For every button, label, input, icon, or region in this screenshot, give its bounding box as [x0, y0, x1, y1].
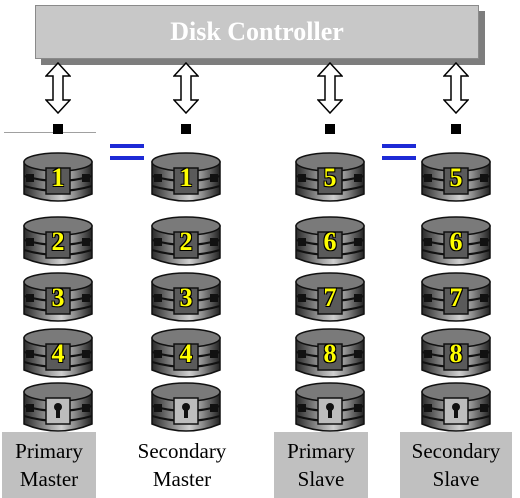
drive-label-box: Primary Master — [2, 432, 96, 498]
disk-icon: 5 — [416, 150, 496, 206]
disk-number: 7 — [323, 283, 337, 312]
disk-number: 7 — [449, 283, 463, 312]
bidirectional-arrow-icon — [316, 61, 344, 115]
disk-number: 1 — [179, 163, 193, 192]
disk-number: 3 — [51, 283, 65, 312]
disk-icon: 7 — [416, 270, 496, 326]
disk-icon: 2 — [146, 214, 226, 270]
locked-disk-icon — [146, 380, 226, 436]
disk-icon: 6 — [416, 214, 496, 270]
connector-dot — [325, 124, 335, 134]
disk-icon: 4 — [146, 326, 226, 382]
disk-icon: 8 — [290, 326, 370, 382]
disk-number: 1 — [51, 163, 65, 192]
disk-number: 8 — [323, 339, 337, 368]
drive-label-box: Secondary Master — [126, 432, 238, 498]
disk-icon: 3 — [18, 270, 98, 326]
bidirectional-arrow-icon — [44, 61, 72, 115]
disk-number: 6 — [323, 227, 337, 256]
connector-dot — [451, 124, 461, 134]
disk-controller-box: Disk Controller — [35, 5, 479, 59]
disk-icon: 6 — [290, 214, 370, 270]
disk-number: 2 — [51, 227, 65, 256]
disk-controller-title: Disk Controller — [170, 17, 344, 46]
locked-disk-icon — [416, 380, 496, 436]
disk-number: 2 — [179, 227, 193, 256]
drive-label: Secondary Master — [137, 439, 227, 491]
drive-label-box: Primary Slave — [274, 432, 368, 498]
mirror-equals-icon — [382, 144, 416, 162]
disk-icon: 7 — [290, 270, 370, 326]
disk-icon: 2 — [18, 214, 98, 270]
drive-label: Primary Master — [15, 439, 83, 491]
drive-label-box: Secondary Slave — [400, 432, 512, 498]
drive-label: Primary Slave — [287, 439, 355, 491]
locked-disk-icon — [18, 380, 98, 436]
connector-dot — [181, 124, 191, 134]
connector-line — [4, 132, 96, 133]
equals-bar — [382, 144, 416, 148]
equals-bar — [110, 156, 144, 160]
disk-number: 5 — [449, 163, 463, 192]
connector-dot — [53, 124, 63, 134]
disk-icon: 1 — [18, 150, 98, 206]
disk-number: 5 — [323, 163, 337, 192]
equals-bar — [382, 156, 416, 160]
disk-icon: 1 — [146, 150, 226, 206]
disk-number: 4 — [179, 339, 193, 368]
disk-number: 6 — [449, 227, 463, 256]
disk-icon: 5 — [290, 150, 370, 206]
mirror-equals-icon — [110, 144, 144, 162]
disk-icon: 4 — [18, 326, 98, 382]
disk-number: 3 — [179, 283, 193, 312]
disk-controller: Disk Controller — [35, 5, 483, 63]
disk-number: 8 — [449, 339, 463, 368]
bidirectional-arrow-icon — [442, 61, 470, 115]
locked-disk-icon — [290, 380, 370, 436]
drive-label: Secondary Slave — [411, 439, 501, 491]
bidirectional-arrow-icon — [172, 61, 200, 115]
disk-icon: 3 — [146, 270, 226, 326]
disk-icon: 8 — [416, 326, 496, 382]
disk-number: 4 — [51, 339, 65, 368]
equals-bar — [110, 144, 144, 148]
